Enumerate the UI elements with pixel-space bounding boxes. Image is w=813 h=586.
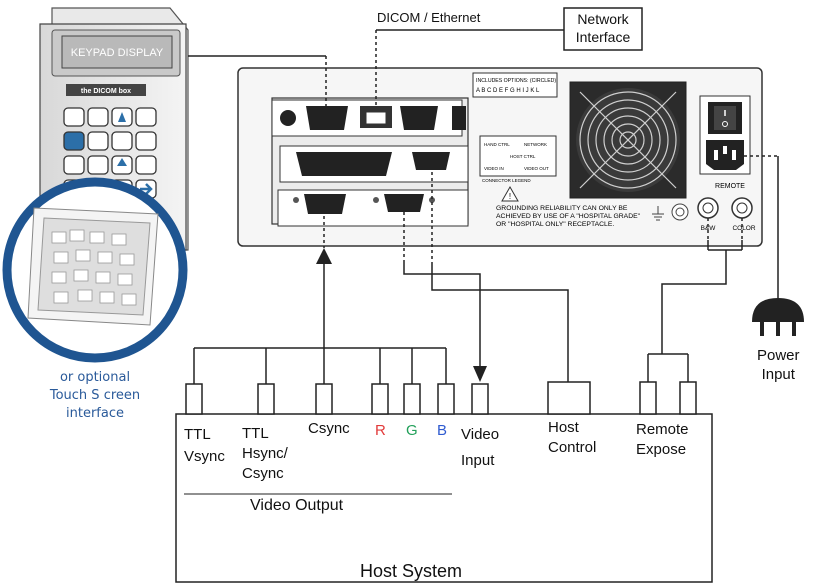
legend-host-ctrl: HOST CTRL [510, 154, 536, 159]
touchscreen-caption: or optional Touch S creen interface [49, 370, 141, 421]
keypad-display-text: KEYPAD DISPLAY [71, 47, 164, 59]
bw-label: B&W [701, 225, 717, 232]
video-output-label: Video Output [250, 497, 344, 514]
cables [188, 29, 779, 384]
ground-icon [652, 206, 664, 221]
connector-db9-host-ctrl [412, 152, 450, 170]
host-system-box [175, 413, 713, 583]
connector-video-in [384, 194, 424, 212]
legend-video-in: VIDEO IN [484, 166, 504, 171]
network-interface-label: Network Interface [575, 11, 631, 45]
power-plug-icon [752, 298, 804, 336]
power-input-label: Power Input [757, 347, 800, 383]
connector-video-out [304, 194, 346, 214]
red-label: R [375, 422, 386, 439]
remote-label: REMOTE [715, 183, 745, 190]
connector-hand-ctrl [280, 110, 296, 126]
connector-db9-aux [400, 106, 438, 130]
svg-text:!: ! [509, 192, 511, 201]
keypad-brand-logo: the DICOM box [81, 88, 131, 95]
warning-line-3: OR "HOSPITAL ONLY" RECEPTACLE. [496, 221, 614, 228]
warning-line-2: ACHIEVED BY USE OF A "HOSPITAL GRADE" [496, 213, 641, 220]
warning-triangle-icon [501, 185, 519, 202]
blue-label: B [437, 422, 448, 439]
arrow-up-icon [316, 248, 332, 264]
options-letters: A B C D E F G H I J K L [476, 88, 540, 94]
iec-power-inlet [706, 140, 744, 170]
legend-title: CONNECTOR LEGEND [482, 178, 531, 183]
dicom-device-rear-panel: INCLUDES OPTIONS: (CIRCLED) A B C D E F … [237, 67, 763, 247]
color-label: COLOR [732, 225, 755, 232]
connector-db9-keypad [306, 106, 348, 130]
network-interface-box [563, 7, 643, 51]
host-system-title: Host System [360, 561, 463, 581]
host-control-label: Host Control [548, 419, 597, 456]
keypad-buttons [63, 107, 157, 199]
legend-hand-ctrl: HAND CTRL [484, 142, 510, 147]
legend-video-out: VIDEO OUT [524, 166, 549, 171]
host-connectors [185, 381, 697, 415]
touchscreen-keys [51, 229, 137, 306]
arrow-down-icon [473, 366, 487, 382]
touchscreen-option [2, 177, 188, 363]
warning-line-1: GROUNDING RELIABILITY CAN ONLY BE [496, 205, 628, 212]
includes-options-label: INCLUDES OPTIONS: (CIRCLED) [476, 78, 556, 84]
ttl-hsync-label: TTL Hsync/ Csync [242, 425, 288, 482]
arrow-up-icon [117, 158, 127, 166]
arrow-right-icon [140, 183, 153, 195]
csync-label: Csync [308, 420, 350, 437]
fan-grille-icon [569, 81, 687, 199]
legend-network: NETWORK [524, 142, 547, 147]
video-input-label: Video Input [461, 426, 500, 469]
dicom-ethernet-label: DICOM / Ethernet [377, 10, 481, 25]
connector-db25-host [296, 152, 392, 176]
arrow-up-icon [118, 112, 126, 122]
ttl-vsync-label: TTL Vsync [184, 426, 225, 465]
remote-expose-label: Remote Expose [636, 421, 689, 458]
green-label: G [406, 422, 418, 439]
